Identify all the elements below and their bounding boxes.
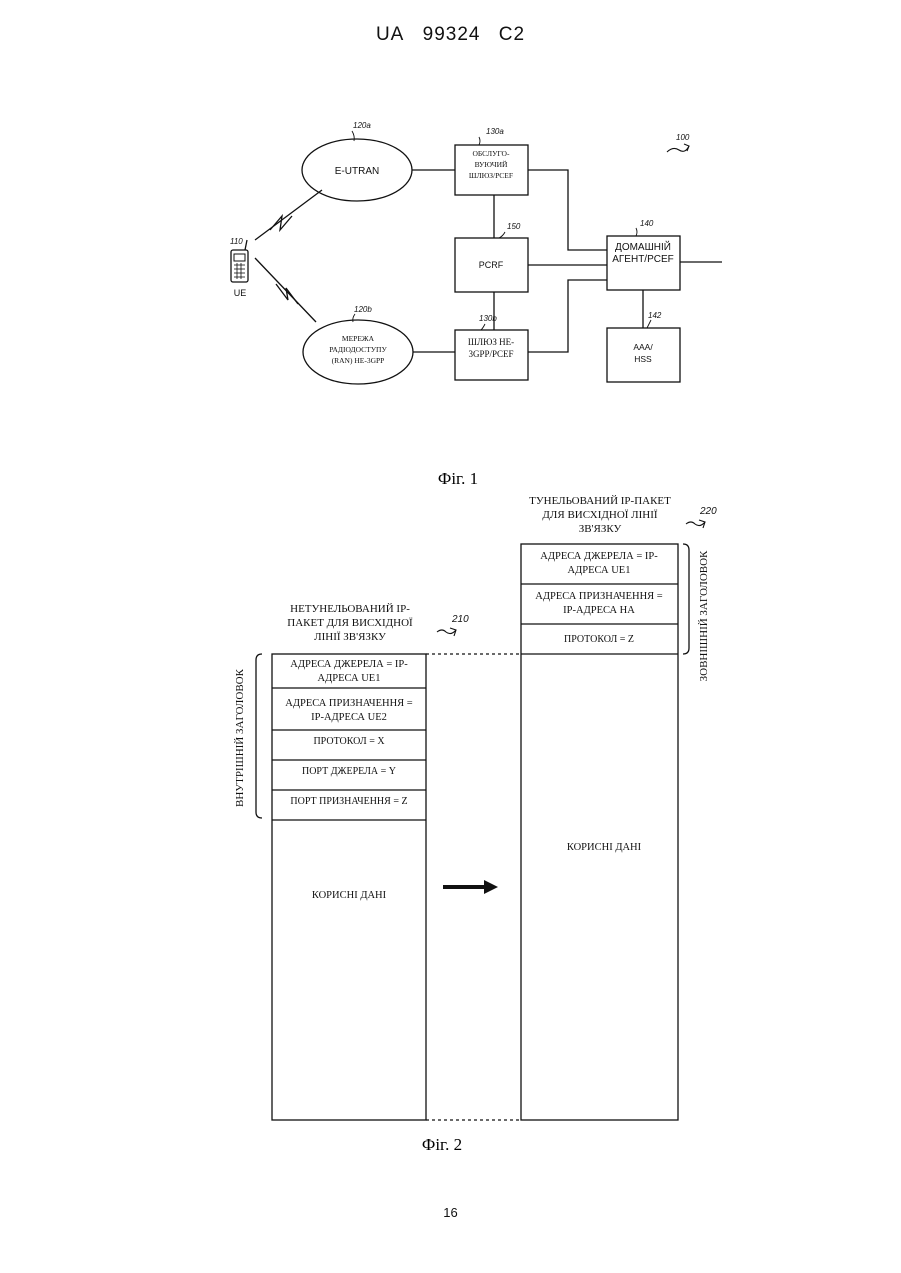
wireless-bolt-icon (270, 216, 292, 230)
ref-110: 110 (230, 237, 243, 246)
outer-header-brace (683, 544, 689, 654)
arrow-210 (437, 630, 456, 634)
sgw-label-line: ШЛЮЗ/PCEF (469, 171, 513, 180)
inner-payload-label: КОРИСНІ ДАНІ (312, 890, 387, 901)
leader-140 (636, 228, 637, 236)
ref-210: 210 (451, 614, 469, 625)
ref-150: 150 (507, 222, 521, 231)
inner-field-line: IP-АДРЕСА UE2 (311, 712, 387, 723)
ha-label-line: ДОМАШНІЙ (615, 240, 671, 253)
inner-field-line: ПОРТ ПРИЗНАЧЕННЯ = Z (290, 796, 407, 807)
fig2-labels: НЕТУНЕЛЬОВАНИЙ IP- ПАКЕТ ДЛЯ ВИСХІДНОЇ Л… (234, 495, 717, 901)
outer-field-line: IP-АДРЕСА НА (563, 605, 635, 616)
aaa-label-line: AAA/ (633, 342, 653, 352)
ref-120a: 120a (353, 121, 371, 130)
outer-field-line: ПРОТОКОЛ = Z (564, 634, 634, 645)
ue-label: UE (234, 288, 247, 298)
outer-field-line: АДРЕСА ПРИЗНАЧЕННЯ = (535, 591, 663, 602)
outer-packet-box (521, 544, 678, 1120)
outer-payload-label: КОРИСНІ ДАНІ (567, 842, 642, 853)
link-ue-eutran (255, 190, 322, 240)
ran-label-line: РАДІОДОСТУПУ (329, 345, 387, 354)
inner-field-line: ПОРТ ДЖЕРЕЛА = Y (302, 766, 396, 777)
inner-field-line: АДРЕСА UE1 (318, 673, 381, 684)
leader-150 (499, 232, 505, 238)
sgw-label-line: ОБСЛУГО- (473, 149, 510, 158)
leader-130b (481, 324, 485, 330)
ha-label-line: АГЕНТ/PCEF (612, 254, 674, 265)
ref-130a: 130a (486, 127, 504, 136)
ran-label-line: (RAN) НЕ-3GPP (332, 356, 385, 365)
ref-120b: 120b (354, 305, 372, 314)
outer-title-line: ТУНЕЛЬОВАНИЙ IP-ПАКЕТ (529, 495, 671, 507)
outer-field-line: АДРЕСА ДЖЕРЕЛА = IP- (540, 551, 658, 562)
inner-field-line: АДРЕСА ПРИЗНАЧЕННЯ = (285, 698, 413, 709)
phone-icon (231, 240, 248, 282)
inner-field-line: АДРЕСА ДЖЕРЕЛА = IP- (290, 659, 408, 670)
pcrf-label: PCRF (479, 260, 504, 270)
leader-120b (353, 314, 355, 322)
link-n3gw-ha (528, 280, 607, 352)
arrow-220 (686, 522, 705, 526)
outer-title-line: ЗВ'ЯЗКУ (579, 523, 622, 535)
inner-title-line: ЛІНІЇ ЗВ'ЯЗКУ (314, 631, 386, 643)
outer-title-line: ДЛЯ ВИСХІДНОЇ ЛІНІЇ (542, 509, 658, 521)
arrow-100 (667, 146, 689, 152)
page-number: 16 (0, 1205, 901, 1220)
inner-title-line: ПАКЕТ ДЛЯ ВИСХІДНОЇ (287, 617, 413, 629)
link-sgw-ha (528, 170, 607, 250)
fig1-caption: Фіг. 1 (438, 469, 478, 488)
ref-100: 100 (676, 133, 690, 142)
inner-title-line: НЕТУНЕЛЬОВАНИЙ IP- (290, 603, 410, 615)
n3gw-label-line: ШЛЮЗ НЕ- (468, 337, 514, 347)
inner-header-label: ВНУТРІШНІЙ ЗАГОЛОВОК (234, 668, 246, 807)
inner-header-brace (256, 654, 262, 818)
ref-130b: 130b (479, 314, 497, 323)
ref-220: 220 (699, 506, 717, 517)
inner-field-line: ПРОТОКОЛ = X (313, 736, 385, 747)
leader-130a (479, 137, 480, 145)
link-ue-ran (255, 258, 316, 322)
n3gw-label-line: 3GPP/PCEF (468, 349, 513, 359)
aaa-label-line: HSS (634, 354, 652, 364)
eutran-label: E-UTRAN (335, 166, 379, 177)
ran-label-line: МЕРЕЖА (342, 334, 375, 343)
ref-140: 140 (640, 219, 654, 228)
sgw-label-line: ВУЮЧИЙ (475, 160, 508, 169)
wireless-bolt-icon (276, 284, 298, 304)
outer-header-label: ЗОВНІШНІЙ ЗАГОЛОВОК (698, 550, 710, 681)
ref-142: 142 (648, 311, 662, 320)
outer-field-line: АДРЕСА UE1 (568, 565, 631, 576)
inner-packet-box (272, 654, 426, 1120)
leader-142 (647, 320, 651, 328)
transform-arrow-icon (443, 880, 498, 894)
fig2-caption: Фіг. 2 (422, 1135, 462, 1154)
